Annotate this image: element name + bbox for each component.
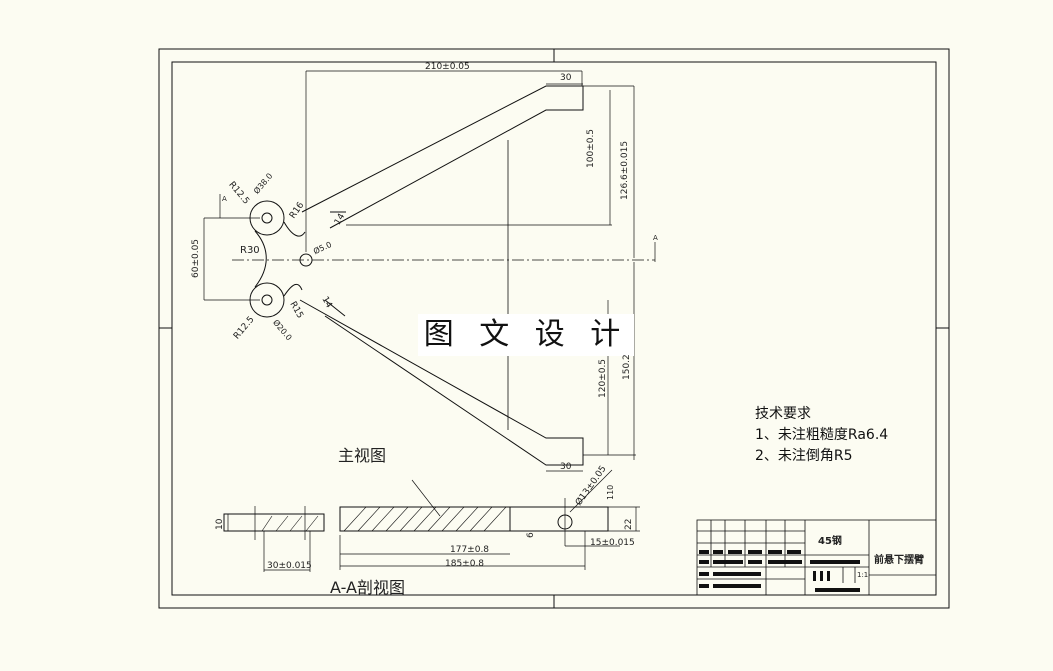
section-marker-top: A [222,195,227,203]
front-view-geometry [232,85,655,466]
section-view-label: A-A剖视图 [330,578,405,597]
tech-notes-title: 技术要求 [755,406,811,422]
dim-top-tab: 30 [560,73,572,83]
dim-height-right: 22 [624,518,634,530]
dim-top-length: 210±0.05 [425,62,470,72]
dim-length-177: 177±0.8 [450,545,490,555]
watermark: 图 文 设 计 [418,314,634,356]
dim-slot: 6 [526,532,536,538]
dim-upper-total: 126.6±0.015 [620,140,630,200]
front-dimensions [203,70,656,472]
title-block [696,519,937,596]
dim-upper-height: 100±0.5 [586,128,596,168]
title-block-fills [699,550,860,592]
dim-r30: R30 [240,245,260,256]
dim-bottom-tab: 30 [560,462,572,472]
tech-notes: 技术要求 1、未注粗糙度Ra6.4 2、未注倒角R5 [755,404,888,467]
section-view-geometry [223,498,609,546]
dim-thickness-left: 10 [215,518,225,530]
dim-length-185: 185±0.8 [445,559,485,569]
title-block-scale: 1:1 [857,571,869,579]
dim-hole-height: 110 [606,484,615,500]
dim-lower-total: 150.2 [622,354,632,380]
title-block-part-name: 前悬下摆臂 [874,555,924,566]
hatch [261,506,507,532]
section-dimensions [227,469,640,572]
tech-note-item: 1、未注粗糙度Ra6.4 [755,427,889,443]
dim-pivot-spacing: 60±0.05 [191,238,201,278]
section-marker-right: A [653,234,658,242]
front-view-label: 主视图 [338,446,387,465]
tech-note-item: 2、未注倒角R5 [755,448,853,464]
title-block-material: 45钢 [818,536,842,547]
dim-length-15: 15±0.015 [590,538,635,548]
dim-length-30: 30±0.015 [267,561,312,571]
dim-lower-height: 120±0.5 [598,358,608,398]
